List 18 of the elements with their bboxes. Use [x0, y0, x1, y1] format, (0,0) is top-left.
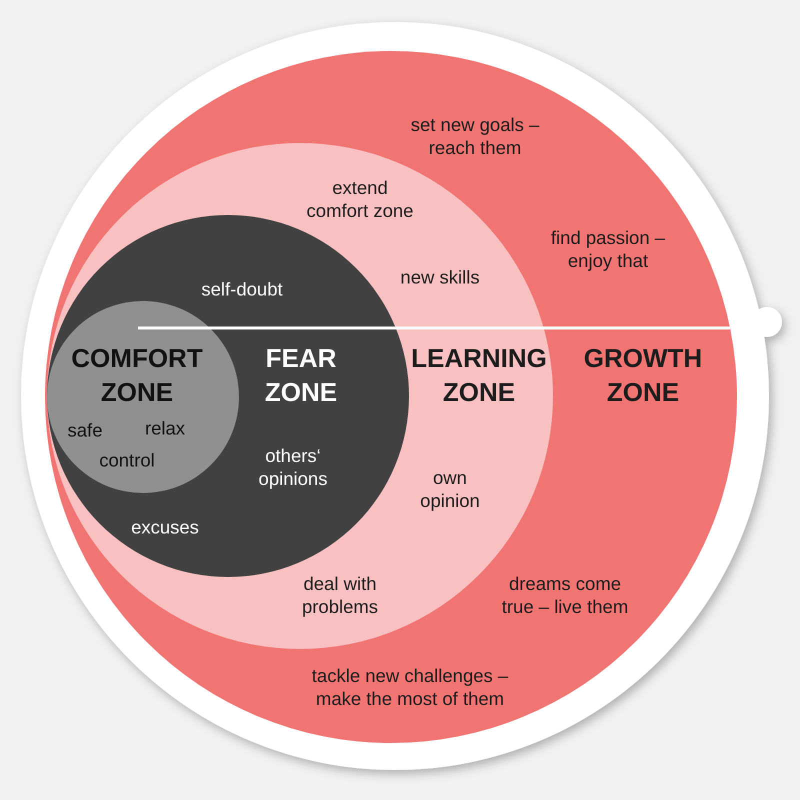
zone-phrase: self-doubt — [200, 278, 284, 300]
zone-heading: GROWTH ZONE — [582, 342, 704, 409]
zone-phrase: deal with problems — [300, 572, 380, 618]
zone-phrase: tackle new challenges – make the most of them — [310, 664, 510, 710]
zone-heading: LEARNING ZONE — [410, 342, 548, 409]
zone-phrase: others‘ opinions — [258, 444, 328, 490]
zone-phrase: excuses — [130, 516, 200, 538]
zone-heading: FEAR ZONE — [264, 342, 338, 409]
zone-heading: COMFORT ZONE — [70, 342, 204, 409]
zone-phrase: control — [98, 448, 156, 472]
zone-phrase: safe — [66, 418, 104, 442]
zone-phrase: extend comfort zone — [306, 176, 414, 222]
zone-phrase: new skills — [399, 266, 481, 288]
zone-phrase: relax — [144, 416, 186, 440]
zone-phrase: dreams come true – live them — [500, 572, 630, 618]
zone-phrase: find passion – enjoy that — [550, 226, 666, 272]
zone-phrase: set new goals – reach them — [410, 113, 540, 159]
zone-phrase: own opinion — [419, 466, 481, 512]
